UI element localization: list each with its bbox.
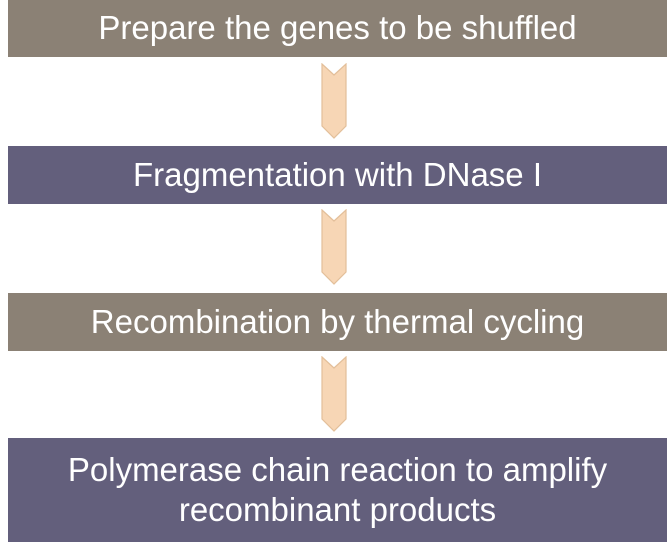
flow-arrow-icon — [321, 209, 347, 285]
arrow-down-icon — [321, 63, 347, 139]
step-fragmentation: Fragmentation with DNase I — [8, 146, 667, 204]
step-recombination: Recombination by thermal cycling — [8, 293, 667, 351]
flow-arrow-icon — [321, 356, 347, 432]
step-prepare-genes: Prepare the genes to be shuffled — [8, 0, 667, 57]
step-pcr-amplify: Polymerase chain reaction to amplify rec… — [8, 438, 667, 542]
step-label: Recombination by thermal cycling — [90, 302, 585, 340]
arrow-down-icon — [321, 356, 347, 432]
step-label: Prepare the genes to be shuffled — [98, 9, 577, 47]
arrow-down-icon — [321, 209, 347, 285]
step-label: Polymerase chain reaction to amplify rec… — [67, 450, 608, 528]
flow-arrow-icon — [321, 63, 347, 139]
step-label: Fragmentation with DNase I — [132, 155, 542, 193]
